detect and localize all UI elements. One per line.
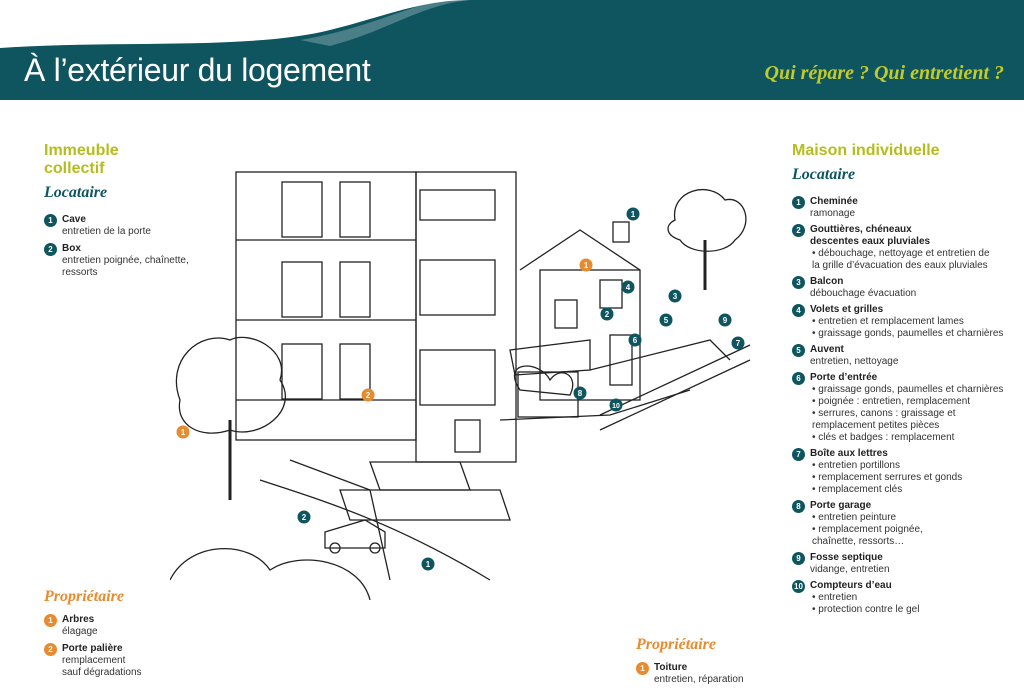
number-badge: 1 (792, 196, 805, 209)
marker-building-o2 (361, 388, 375, 402)
list-item: 5 Auvent entretien, nettoyage (792, 344, 1017, 368)
marker-house-4 (621, 280, 635, 294)
marker-building-o1-label: 1 (181, 428, 186, 437)
number-badge: 9 (792, 552, 805, 565)
maison-title: Maison individuelle (792, 142, 940, 159)
marker-house-5 (659, 313, 673, 327)
marker-house-2 (600, 307, 614, 321)
number-badge: 2 (792, 224, 805, 237)
marker-house-9-label: 9 (723, 316, 728, 325)
marker-house-8 (573, 386, 587, 400)
immeuble-title: Immeuble collectif (44, 142, 119, 177)
immeuble-proprietaire-section: Propriétaire 1 Arbres élagage 2 Porte pa… (44, 588, 204, 684)
maison-proprietaire-section: Propriétaire 1 Toiture entretien, répara… (636, 636, 786, 691)
list-item: 3 Balcon débouchage évacuation (792, 276, 1017, 300)
list-item: 4 Volets et grilles • entretien et rempl… (792, 304, 1017, 340)
car (324, 519, 386, 549)
marker-house-6-label: 6 (633, 336, 638, 345)
garage-roof (509, 339, 591, 376)
number-badge: 4 (792, 304, 805, 317)
number-badge: 8 (792, 500, 805, 513)
house-roof (519, 229, 641, 271)
marker-house-2-label: 2 (605, 310, 610, 319)
page-title: À l’extérieur du logement (24, 52, 371, 88)
marker-house-3 (668, 289, 682, 303)
number-badge: 2 (44, 643, 57, 656)
number-badge: 1 (44, 614, 57, 627)
number-badge: 5 (792, 344, 805, 357)
marker-house-10-label: 10 (612, 403, 620, 410)
marker-house-7-label: 7 (736, 339, 741, 348)
marker-building-o2-label: 2 (366, 391, 371, 400)
marker-house-7 (731, 336, 745, 350)
list-item: 1 Toiture entretien, réparation (636, 662, 786, 686)
marker-house-5-label: 5 (664, 316, 669, 325)
number-badge: 1 (636, 662, 649, 675)
number-badge: 2 (44, 243, 57, 256)
list-item: 10 Compteurs d’eau • entretien • protect… (792, 580, 1017, 616)
marker-building-2 (297, 510, 311, 524)
marker-house-3-label: 3 (673, 292, 678, 301)
list-item: 9 Fosse septique vidange, entretien (792, 552, 1017, 576)
immeuble-locataire-label: Locataire (44, 184, 108, 201)
marker-house-o1 (579, 258, 593, 272)
marker-building-o1 (176, 425, 190, 439)
marker-house-10 (609, 398, 623, 412)
marker-house-6 (628, 333, 642, 347)
page-header: À l’extérieur du logement Qui répare ? Q… (0, 0, 1024, 100)
page-subtitle: Qui répare ? Qui entretient ? (764, 62, 1004, 84)
building-illustration: 2 1 2 1 1 1 2 3 4 5 6 7 8 9 10 (170, 171, 751, 600)
tree-right (667, 189, 747, 252)
number-badge: 3 (792, 276, 805, 289)
header-banner (0, 0, 1024, 100)
list-item: 8 Porte garage • entretien peinture • re… (792, 500, 1017, 548)
list-item: 6 Porte d’entrée • graissage gonds, paum… (792, 372, 1017, 444)
marker-house-1-label: 1 (631, 210, 636, 219)
number-badge: 7 (792, 448, 805, 461)
marker-building-1-label: 1 (426, 560, 431, 569)
tree-left (175, 336, 287, 434)
list-item: 2 Porte palière remplacement sauf dégrad… (44, 643, 204, 679)
marker-house-8-label: 8 (578, 389, 583, 398)
apartment-side (415, 171, 517, 463)
marker-building-2-label: 2 (302, 513, 307, 522)
maison-proprietaire-label: Propriétaire (636, 636, 716, 653)
immeuble-section: Immeuble collectif Locataire 1 Cave entr… (44, 142, 224, 284)
marker-building-1 (421, 557, 435, 571)
maison-section: Maison individuelle Locataire 1 Cheminée… (792, 142, 1017, 620)
list-item: 1 Arbres élagage (44, 614, 204, 638)
marker-house-1 (626, 207, 640, 221)
maison-locataire-label: Locataire (792, 166, 856, 183)
list-item: 7 Boîte aux lettres • entretien portillo… (792, 448, 1017, 496)
number-badge: 10 (792, 580, 805, 593)
marker-house-9 (718, 313, 732, 327)
list-item: 2 Gouttières, chéneaux descentes eaux pl… (792, 224, 1017, 272)
chimney (612, 221, 630, 243)
list-item: 2 Box entretien poignée, chaînette, ress… (44, 243, 224, 279)
immeuble-proprietaire-label: Propriétaire (44, 588, 124, 605)
list-item: 1 Cave entretien de la porte (44, 214, 224, 238)
number-badge: 6 (792, 372, 805, 385)
marker-house-4-label: 4 (626, 283, 631, 292)
number-badge: 1 (44, 214, 57, 227)
list-item: 1 Cheminée ramonage (792, 196, 1017, 220)
marker-house-o1-label: 1 (584, 261, 589, 270)
